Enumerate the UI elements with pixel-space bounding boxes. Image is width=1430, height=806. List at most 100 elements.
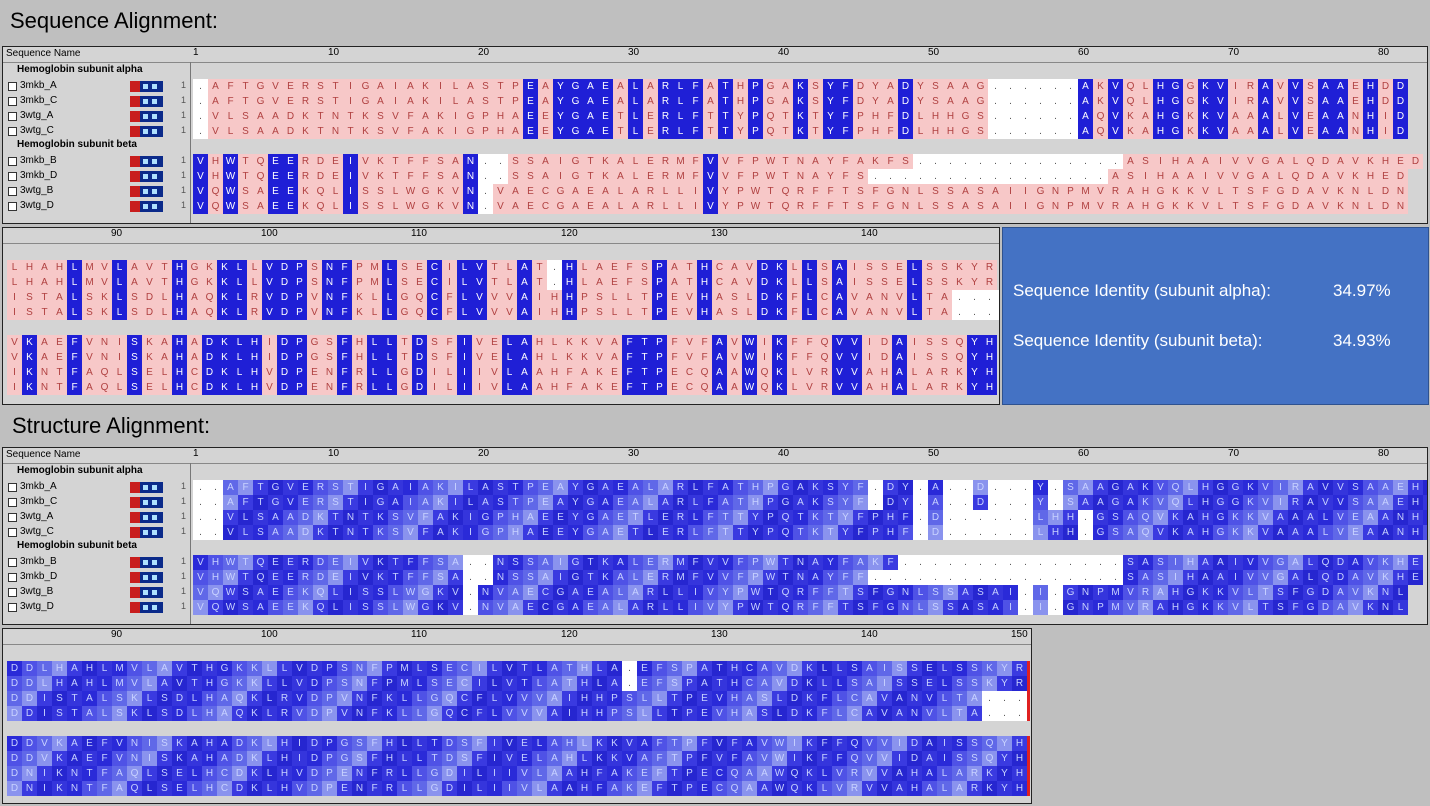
alignment-residue: M: [673, 169, 688, 184]
alignment-residue: A: [538, 169, 553, 184]
sequence-view-icon[interactable]: [130, 512, 163, 523]
alignment-residue: S: [922, 260, 937, 275]
sequence-view-icon[interactable]: [130, 81, 163, 92]
sequence-view-icon[interactable]: [130, 156, 163, 167]
sequence-checkbox[interactable]: [8, 157, 17, 166]
alignment-residue: R: [643, 199, 658, 214]
alignment-residue: A: [628, 199, 643, 214]
alignment-residue: Y: [967, 275, 982, 290]
alignment-residue: T: [838, 600, 853, 615]
alignment-residue: R: [847, 781, 862, 796]
alignment-residue: H: [172, 275, 187, 290]
alignment-residue: T: [667, 691, 682, 706]
alignment-residue: F: [403, 109, 418, 124]
alignment-residue: G: [427, 706, 442, 721]
alignment-residue: E: [523, 109, 538, 124]
alignment-residue: S: [847, 676, 862, 691]
alignment-residue: I: [343, 555, 358, 570]
sequence-checkbox[interactable]: [8, 202, 17, 211]
alignment-residue: V: [922, 706, 937, 721]
sequence-view-icon[interactable]: [130, 557, 163, 568]
sequence-view-icon[interactable]: [130, 171, 163, 182]
alignment-residue: .: [958, 570, 973, 585]
alignment-residue: Q: [253, 555, 268, 570]
alignment-residue: V: [358, 154, 373, 169]
alignment-residue: A: [607, 676, 622, 691]
alignment-residue: D: [22, 706, 37, 721]
sequence-checkbox[interactable]: [8, 82, 17, 91]
sequence-checkbox[interactable]: [8, 172, 17, 181]
sequence-view-icon[interactable]: [130, 587, 163, 598]
alignment-residue: A: [808, 570, 823, 585]
sequence-checkbox[interactable]: [8, 603, 17, 612]
alignment-residue: H: [877, 365, 892, 380]
alignment-residue: V: [1228, 169, 1243, 184]
alignment-residue: R: [298, 154, 313, 169]
alignment-residue: D: [277, 260, 292, 275]
alignment-residue: I: [7, 305, 22, 320]
alignment-residue: E: [268, 154, 283, 169]
alignment-residue: T: [517, 661, 532, 676]
sequence-view-icon[interactable]: [130, 186, 163, 197]
alignment-residue: A: [1258, 169, 1273, 184]
alignment-residue: P: [853, 109, 868, 124]
alignment-residue: D: [1378, 184, 1393, 199]
sequence-view-icon[interactable]: [130, 111, 163, 122]
alignment-residue: R: [382, 766, 397, 781]
sequence-view-icon[interactable]: [130, 602, 163, 613]
alignment-residue: S: [373, 199, 388, 214]
alignment-residue: .: [973, 154, 988, 169]
sequence-checkbox[interactable]: [8, 127, 17, 136]
sequence-checkbox[interactable]: [8, 513, 17, 522]
alignment-residue: S: [52, 706, 67, 721]
alignment-residue: K: [1168, 184, 1183, 199]
row-start-number: 1: [181, 200, 186, 210]
ruler-tick: 50: [928, 47, 939, 58]
alignment-residue: V: [1333, 480, 1348, 495]
sequence-view-icon[interactable]: [130, 126, 163, 137]
alignment-residue: H: [733, 94, 748, 109]
alignment-residue: .: [997, 305, 999, 320]
alignment-residue: Q: [1138, 525, 1153, 540]
alignment-residue: H: [562, 260, 577, 275]
sequence-checkbox[interactable]: [8, 573, 17, 582]
alignment-residue: A: [613, 570, 628, 585]
alignment-residue: H: [1198, 495, 1213, 510]
alignment-residue: G: [568, 109, 583, 124]
sequence-checkbox[interactable]: [8, 498, 17, 507]
alignment-residue: T: [313, 124, 328, 139]
alignment-residue: .: [913, 510, 928, 525]
sequence-checkbox[interactable]: [8, 112, 17, 121]
sequence-view-icon[interactable]: [130, 96, 163, 107]
alignment-residue: D: [1408, 154, 1423, 169]
alignment-residue: N: [478, 600, 493, 615]
alignment-residue: F: [808, 585, 823, 600]
sequence-view-icon[interactable]: [130, 497, 163, 508]
sequence-checkbox[interactable]: [8, 187, 17, 196]
alignment-residue: L: [223, 109, 238, 124]
alignment-residue: .: [1018, 555, 1033, 570]
alignment-residue: A: [1078, 109, 1093, 124]
sequence-view-icon[interactable]: [130, 201, 163, 212]
identity-alpha-value: 34.97%: [1333, 281, 1391, 301]
alignment-residue: L: [112, 305, 127, 320]
alignment-residue: K: [1378, 570, 1393, 585]
alignment-residue: W: [772, 781, 787, 796]
sequence-view-icon[interactable]: [130, 527, 163, 538]
sequence-checkbox[interactable]: [8, 528, 17, 537]
alignment-residue: A: [517, 365, 532, 380]
alignment-residue: V: [592, 335, 607, 350]
alignment-residue: V: [1228, 585, 1243, 600]
sequence-checkbox[interactable]: [8, 483, 17, 492]
alignment-residue: K: [1183, 109, 1198, 124]
sequence-view-icon[interactable]: [130, 572, 163, 583]
sequence-checkbox[interactable]: [8, 558, 17, 567]
sequence-name-column: [3, 463, 191, 624]
sequence-view-icon[interactable]: [130, 482, 163, 493]
sequence-checkbox[interactable]: [8, 588, 17, 597]
sequence-checkbox[interactable]: [8, 97, 17, 106]
